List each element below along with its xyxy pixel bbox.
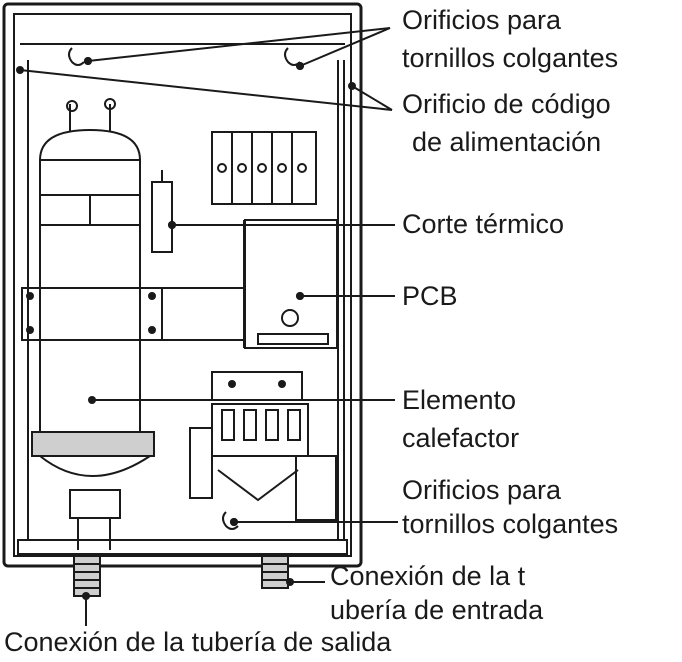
inlet-pipe (261, 555, 289, 589)
label-power-cord-hole-2: de alimentación (412, 127, 602, 157)
heating-element (21, 98, 163, 550)
housing-inner (13, 13, 352, 557)
label-thermal-cutoff: Corte térmico (402, 209, 565, 239)
relay-assembly (189, 371, 337, 521)
thermal-cutoff (151, 170, 176, 253)
outlet-pipe (73, 555, 101, 597)
label-hanging-holes-top-1: Orificios para (402, 5, 562, 35)
housing-outer (2, 2, 363, 568)
label-hanging-holes-top-2: tornillos colgantes (402, 43, 619, 73)
label-outlet-connection: Conexión de la tubería de salida (4, 627, 392, 657)
label-pcb: PCB (402, 281, 458, 311)
label-heating-element-2: calefactor (402, 423, 520, 453)
terminal-block (211, 131, 317, 205)
pcb-board (244, 219, 338, 349)
label-power-cord-hole-1: Orificio de código (402, 89, 611, 119)
label-heating-element-1: Elemento (402, 385, 517, 415)
label-inlet-connection-1: Conexión de la t (330, 561, 526, 591)
label-hanging-holes-bottom-2: tornillos colgantes (402, 509, 619, 539)
leader-lines (19, 27, 398, 626)
label-hanging-holes-bottom-1: Orificios para (402, 475, 562, 505)
label-inlet-connection-2: ubería de entrada (330, 595, 544, 625)
